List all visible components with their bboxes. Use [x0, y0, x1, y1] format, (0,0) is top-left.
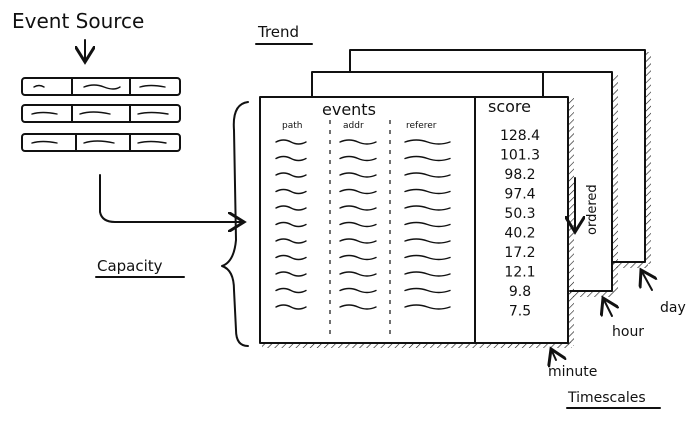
score-value: 7.5: [509, 304, 531, 320]
event-cell: [339, 221, 377, 228]
score-value: 50.3: [504, 206, 535, 222]
event-cell: [275, 221, 307, 228]
event-source-rows: [21, 77, 181, 152]
event-cell: [275, 287, 307, 294]
column-header: addr: [343, 121, 364, 131]
score-value: 17.2: [504, 245, 535, 261]
event-cell: [404, 271, 451, 277]
capacity-label: Capacity: [97, 257, 163, 275]
score-list: 128.4 101.3 98.2 97.4 50.3 40.2 17.2 12.1 9.8 7.5: [500, 128, 540, 320]
event-cell: [339, 254, 377, 261]
event-source-label: Event Source: [12, 9, 144, 33]
event-cell: [339, 172, 377, 178]
event-cell: [404, 304, 451, 310]
event-cell: [275, 238, 307, 244]
capacity-brace: [221, 101, 249, 347]
event-cell: [404, 205, 451, 211]
event-cell: [275, 139, 307, 145]
event-cell: [339, 155, 377, 162]
event-cell: [275, 271, 307, 277]
event-cell: [404, 238, 451, 244]
minute-label: minute: [548, 364, 597, 380]
event-cell: [339, 188, 377, 195]
score-value: 40.2: [504, 226, 535, 242]
event-cell: [404, 139, 451, 145]
event-cell: [275, 304, 307, 310]
score-header: score: [488, 97, 531, 116]
source-row: [21, 77, 181, 96]
event-cell: [404, 155, 451, 162]
score-value: 101.3: [500, 148, 540, 164]
event-cell: [404, 172, 451, 178]
event-cell: [404, 188, 451, 195]
hour-arrow-icon: [603, 298, 612, 317]
event-cell: [275, 205, 307, 211]
minute-table: events path addr referer score 128.4 101.…: [259, 96, 574, 348]
day-label: day: [660, 300, 686, 316]
table-title: events: [322, 100, 376, 119]
event-rows: [275, 139, 451, 310]
score-value: 97.4: [504, 187, 535, 203]
source-row: [21, 104, 181, 123]
event-cell: [404, 221, 451, 228]
event-cell: [339, 139, 377, 145]
minute-arrow-icon: [551, 349, 556, 360]
event-cell: [404, 287, 451, 294]
event-cell: [339, 271, 377, 277]
event-cell: [339, 304, 377, 310]
event-cell: [339, 205, 377, 211]
event-cell: [404, 254, 451, 261]
event-cell: [339, 287, 377, 294]
source-row: [21, 133, 181, 152]
timescales-label: Timescales: [567, 390, 646, 406]
day-arrow-icon: [641, 270, 652, 291]
day-frame: [349, 49, 651, 268]
trend-label: Trend: [257, 23, 299, 41]
event-cell: [275, 254, 307, 261]
event-cell: [275, 188, 307, 195]
score-value: 98.2: [504, 167, 535, 183]
column-header: referer: [406, 121, 437, 131]
score-value: 9.8: [509, 284, 531, 300]
event-cell: [275, 155, 307, 162]
column-header: path: [282, 121, 302, 131]
hour-label: hour: [612, 324, 644, 340]
flow-arrow-icon: [99, 174, 244, 222]
hour-frame: [311, 71, 618, 297]
score-value: 12.1: [504, 265, 535, 281]
event-cell: [275, 172, 307, 178]
event-cell: [339, 238, 377, 244]
ordered-label: ordered: [585, 184, 600, 235]
score-value: 128.4: [500, 128, 540, 144]
